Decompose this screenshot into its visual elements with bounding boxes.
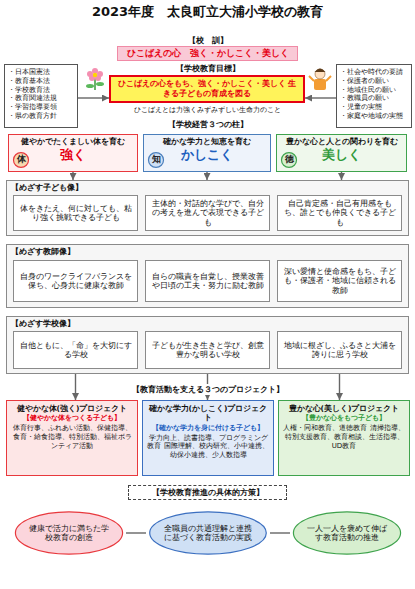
node-text: 豊かな心と人との関わりを育む (280, 137, 403, 146)
node-text: 徳 (281, 154, 297, 165)
project-box: 確かな学力(かしこく)プロジェクト【確かな学力を身に付ける子ども】学力向上、読書… (142, 400, 274, 476)
node-text: 子どもが生き生きと学び、創意豊かな明るい学校 (150, 341, 265, 360)
note-text: ひこばえとは力強くみずみずしい生命力のこと (132, 105, 283, 115)
child-goal-box: 体をきたえ、何に対しても、粘り強く挑戦できる子ども (13, 195, 138, 231)
node-text: 【確かな学力を身に付ける子ども】 (147, 424, 269, 433)
node-text: 体 (13, 154, 29, 165)
node-text: 【めざす教師像】 (7, 245, 408, 259)
pillar-box: 確かな学力と知恵を育むかしこく知 (143, 134, 271, 172)
node-text: ・学校教育法 (8, 86, 74, 95)
page-title: 2023年度 太良町立大浦小学校の教育 (90, 3, 325, 21)
node-text: 自己肯定感・自己有用感をもち、誰とでも仲良くできる子ども (282, 199, 397, 227)
node-text: ・地域住民の願い (340, 86, 408, 95)
node-text: 美しく (280, 147, 403, 163)
node-text: 自他ともに、「命」を大切にする学校 (18, 341, 133, 360)
node-text: ひこばえの心をもち、強く・かしこく・美しく 生きる子どもの育成を図る (116, 79, 298, 99)
section-heading: 【学校経営３つの柱】 (166, 119, 250, 130)
node-text: 確かな学力(かしこく)プロジェクト (147, 404, 269, 423)
node-text: ・日本国憲法 (8, 68, 74, 77)
pillar-badge: 体 (13, 152, 29, 168)
section-heading: 【校 訓】 (186, 35, 230, 46)
section-heading: 【学校教育目標】 (174, 63, 242, 74)
node-text: 学力向上、読書指導、プログラミング教育 国際理解、校内研究、小中連携、幼保小連携… (147, 434, 269, 460)
measure-oval: 全職員の共通理解と連携に基づく教育活動の実践 (146, 510, 270, 556)
shape-outline (281, 153, 296, 168)
child-illustration (309, 69, 331, 91)
shape-outline (15, 512, 122, 554)
teacher-goal-box: 自身のワークライフバランスを保ち、心身共に健康な教師 (13, 260, 138, 302)
node-text: 強く (12, 147, 134, 163)
pillar-badge: 徳 (281, 152, 297, 168)
node-text: ・家庭や地域の実態 (340, 112, 408, 121)
node-text: 【めざす子ども像】 (7, 181, 408, 195)
measures-heading-box: 【学校教育推進の具体的方策】 (128, 485, 287, 500)
connector (305, 97, 336, 98)
node-text: 【めざす学校像】 (7, 317, 408, 331)
connector (206, 172, 207, 180)
flower-illustration (86, 68, 104, 90)
node-text: 【健やかな体をつくる子ども】 (11, 414, 133, 423)
node-text: かしこく (147, 147, 267, 163)
shape-outline (148, 153, 163, 168)
connector (78, 97, 109, 98)
node-text: 自らの職責を自覚し、授業改善や日頃の工夫・努力に励む教師 (150, 272, 265, 291)
measure-oval: 一人一人を褒めて伸ばす教育活動の推進 (290, 510, 404, 556)
node-text: 主体的・対話的な学びで、自分の考えを進んで表現できる子ども (150, 199, 265, 227)
goal-box: ひこばえの心をもち、強く・かしこく・美しく 生きる子どもの育成を図る (109, 75, 305, 103)
node-text: 健やかな体(強く)プロジェクト (11, 404, 133, 413)
project-box: 健やかな体(強く)プロジェクト【健やかな体をつくる子ども】体育行事、ふれあい活動… (6, 400, 138, 476)
goal-panel: 【めざす学校像】自他ともに、「命」を大切にする学校子どもが生き生きと学び、創意豊… (6, 316, 409, 374)
pillar-badge: 知 (148, 152, 164, 168)
node-text: ひこばえの心 強く・かしこく・美しく (122, 48, 293, 59)
node-text: ・教育基本法 (8, 77, 74, 86)
node-text: 【学校教育推進の具体的方策】 (133, 488, 282, 497)
child-goal-box: 自己肯定感・自己有用感をもち、誰とでも仲良くできる子ども (277, 195, 402, 231)
node-text: 健やかでたくましい体を育む (12, 137, 134, 146)
node-text: 地域に根ざし、ふるさと大浦を誇りに思う学校 (282, 341, 397, 360)
connector (341, 172, 342, 180)
connector (126, 532, 146, 533)
node-text: 自身のワークライフバランスを保ち、心身共に健康な教師 (18, 272, 133, 291)
teacher-goal-box: 深い愛情と使命感をもち、子ども・保護者・地域に信頼される教師 (277, 260, 402, 302)
node-text: 深い愛情と使命感をもち、子ども・保護者・地域に信頼される教師 (282, 267, 397, 295)
node-text: ・学習指導要領 (8, 103, 74, 112)
shape-outline (150, 512, 267, 554)
node-text: 一人一人を褒めて伸ばす教育活動の推進 (306, 524, 388, 543)
node-text: 体育行事、ふれあい活動、保健指導、食育・給食指導、特別活動、福祉ボランティア活動 (11, 424, 133, 450)
node-text: 全職員の共通理解と連携に基づく教育活動の実践 (162, 524, 254, 543)
teacher-goal-box: 自らの職責を自覚し、授業改善や日頃の工夫・努力に励む教師 (145, 260, 270, 302)
pillar-box: 豊かな心と人との関わりを育む美しく徳 (276, 134, 407, 172)
node-text: 健康で活力に満ちた学校教育の創造 (28, 524, 110, 543)
connector (270, 532, 290, 533)
node-text: 人権・同和教育、道徳教育 清掃指導、特別支援教育、教育相談、生活指導、UD教育 (283, 424, 405, 450)
connector (72, 172, 73, 180)
node-text: ・教育関連法規 (8, 94, 74, 103)
school-goal-box: 地域に根ざし、ふるさと大浦を誇りに思う学校 (277, 331, 402, 369)
wish-list-box: ・社会や時代の要請・保護者の願い・地域住民の願い・教職員の願い・児童の実態・家庭… (336, 64, 412, 128)
motto-band: ひこばえの心 強く・かしこく・美しく (117, 46, 298, 61)
node-text: ・県の教育方針 (8, 112, 74, 121)
basis-list-box: ・日本国憲法・教育基本法・学校教育法・教育関連法規・学習指導要領・県の教育方針 (4, 64, 78, 128)
node-text: ・児童の実態 (340, 103, 408, 112)
project-box: 豊かな心(美しく)プロジェクト【豊かな心をもつ子ども】人権・同和教育、道徳教育 … (278, 400, 410, 476)
node-text: 【豊かな心をもつ子ども】 (283, 414, 405, 423)
shape-outline (13, 153, 28, 168)
node-text: 豊かな心(美しく)プロジェクト (283, 404, 405, 413)
node-text: ・保護者の願い (340, 77, 408, 86)
node-text: ・教職員の願い (340, 94, 408, 103)
child-goal-box: 主体的・対話的な学びで、自分の考えを進んで表現できる子ども (145, 195, 270, 231)
shape-outline (293, 512, 400, 554)
node-text: 知 (148, 154, 164, 165)
node-text: 体をきたえ、何に対しても、粘り強く挑戦できる子ども (18, 204, 133, 223)
goal-panel: 【めざす教師像】自身のワークライフバランスを保ち、心身共に健康な教師自らの職責を… (6, 244, 409, 308)
pillar-box: 健やかでたくましい体を育む強く体 (8, 134, 138, 172)
measure-oval: 健康で活力に満ちた学校教育の創造 (12, 510, 126, 556)
section-heading: 【教育活動を支える３つのプロジェクト】 (130, 384, 286, 395)
goal-panel: 【めざす子ども像】体をきたえ、何に対しても、粘り強く挑戦できる子ども主体的・対話… (6, 180, 409, 236)
node-text: 確かな学力と知恵を育む (147, 137, 267, 146)
node-text: ・社会や時代の要請 (340, 68, 408, 77)
school-goal-box: 子どもが生き生きと学び、創意豊かな明るい学校 (145, 331, 270, 369)
school-goal-box: 自他ともに、「命」を大切にする学校 (13, 331, 138, 369)
